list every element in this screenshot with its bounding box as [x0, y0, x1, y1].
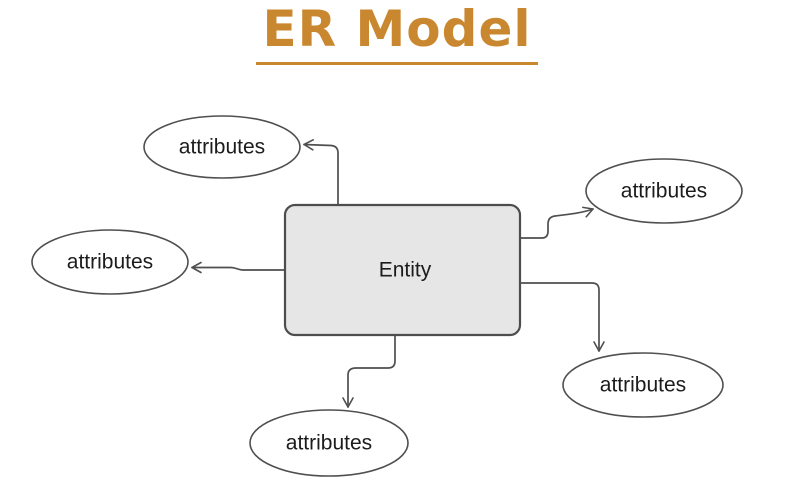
entity-node: Entity — [283, 203, 522, 337]
attribute-ellipse — [143, 115, 301, 179]
attribute-ellipse — [249, 409, 409, 477]
attribute-label: attributes — [67, 251, 153, 274]
attribute-node-bottom-center: attributes — [249, 409, 409, 477]
attribute-ellipse — [562, 352, 724, 418]
entity-box — [283, 203, 522, 337]
attribute-label: attributes — [179, 136, 265, 159]
attribute-label: attributes — [286, 432, 372, 455]
attribute-node-top-left: attributes — [143, 115, 301, 179]
connector-entity-to-top-left — [303, 139, 339, 206]
attribute-node-bottom-right: attributes — [562, 352, 724, 418]
connector-entity-to-bottom-center — [342, 334, 396, 408]
connector-entity-to-bottom-right — [519, 282, 605, 352]
entity-label: Entity — [379, 259, 432, 282]
attribute-ellipse — [31, 229, 189, 295]
connector-entity-to-top-right — [519, 206, 594, 239]
title-container: ER Model — [0, 2, 794, 65]
attribute-ellipse — [585, 158, 743, 224]
attribute-label: attributes — [600, 374, 686, 397]
attribute-node-left: attributes — [31, 229, 189, 295]
connector-entity-to-left — [191, 261, 286, 274]
attribute-label: attributes — [621, 180, 707, 203]
diagram-title: ER Model — [256, 2, 538, 65]
attribute-node-top-right: attributes — [585, 158, 743, 224]
